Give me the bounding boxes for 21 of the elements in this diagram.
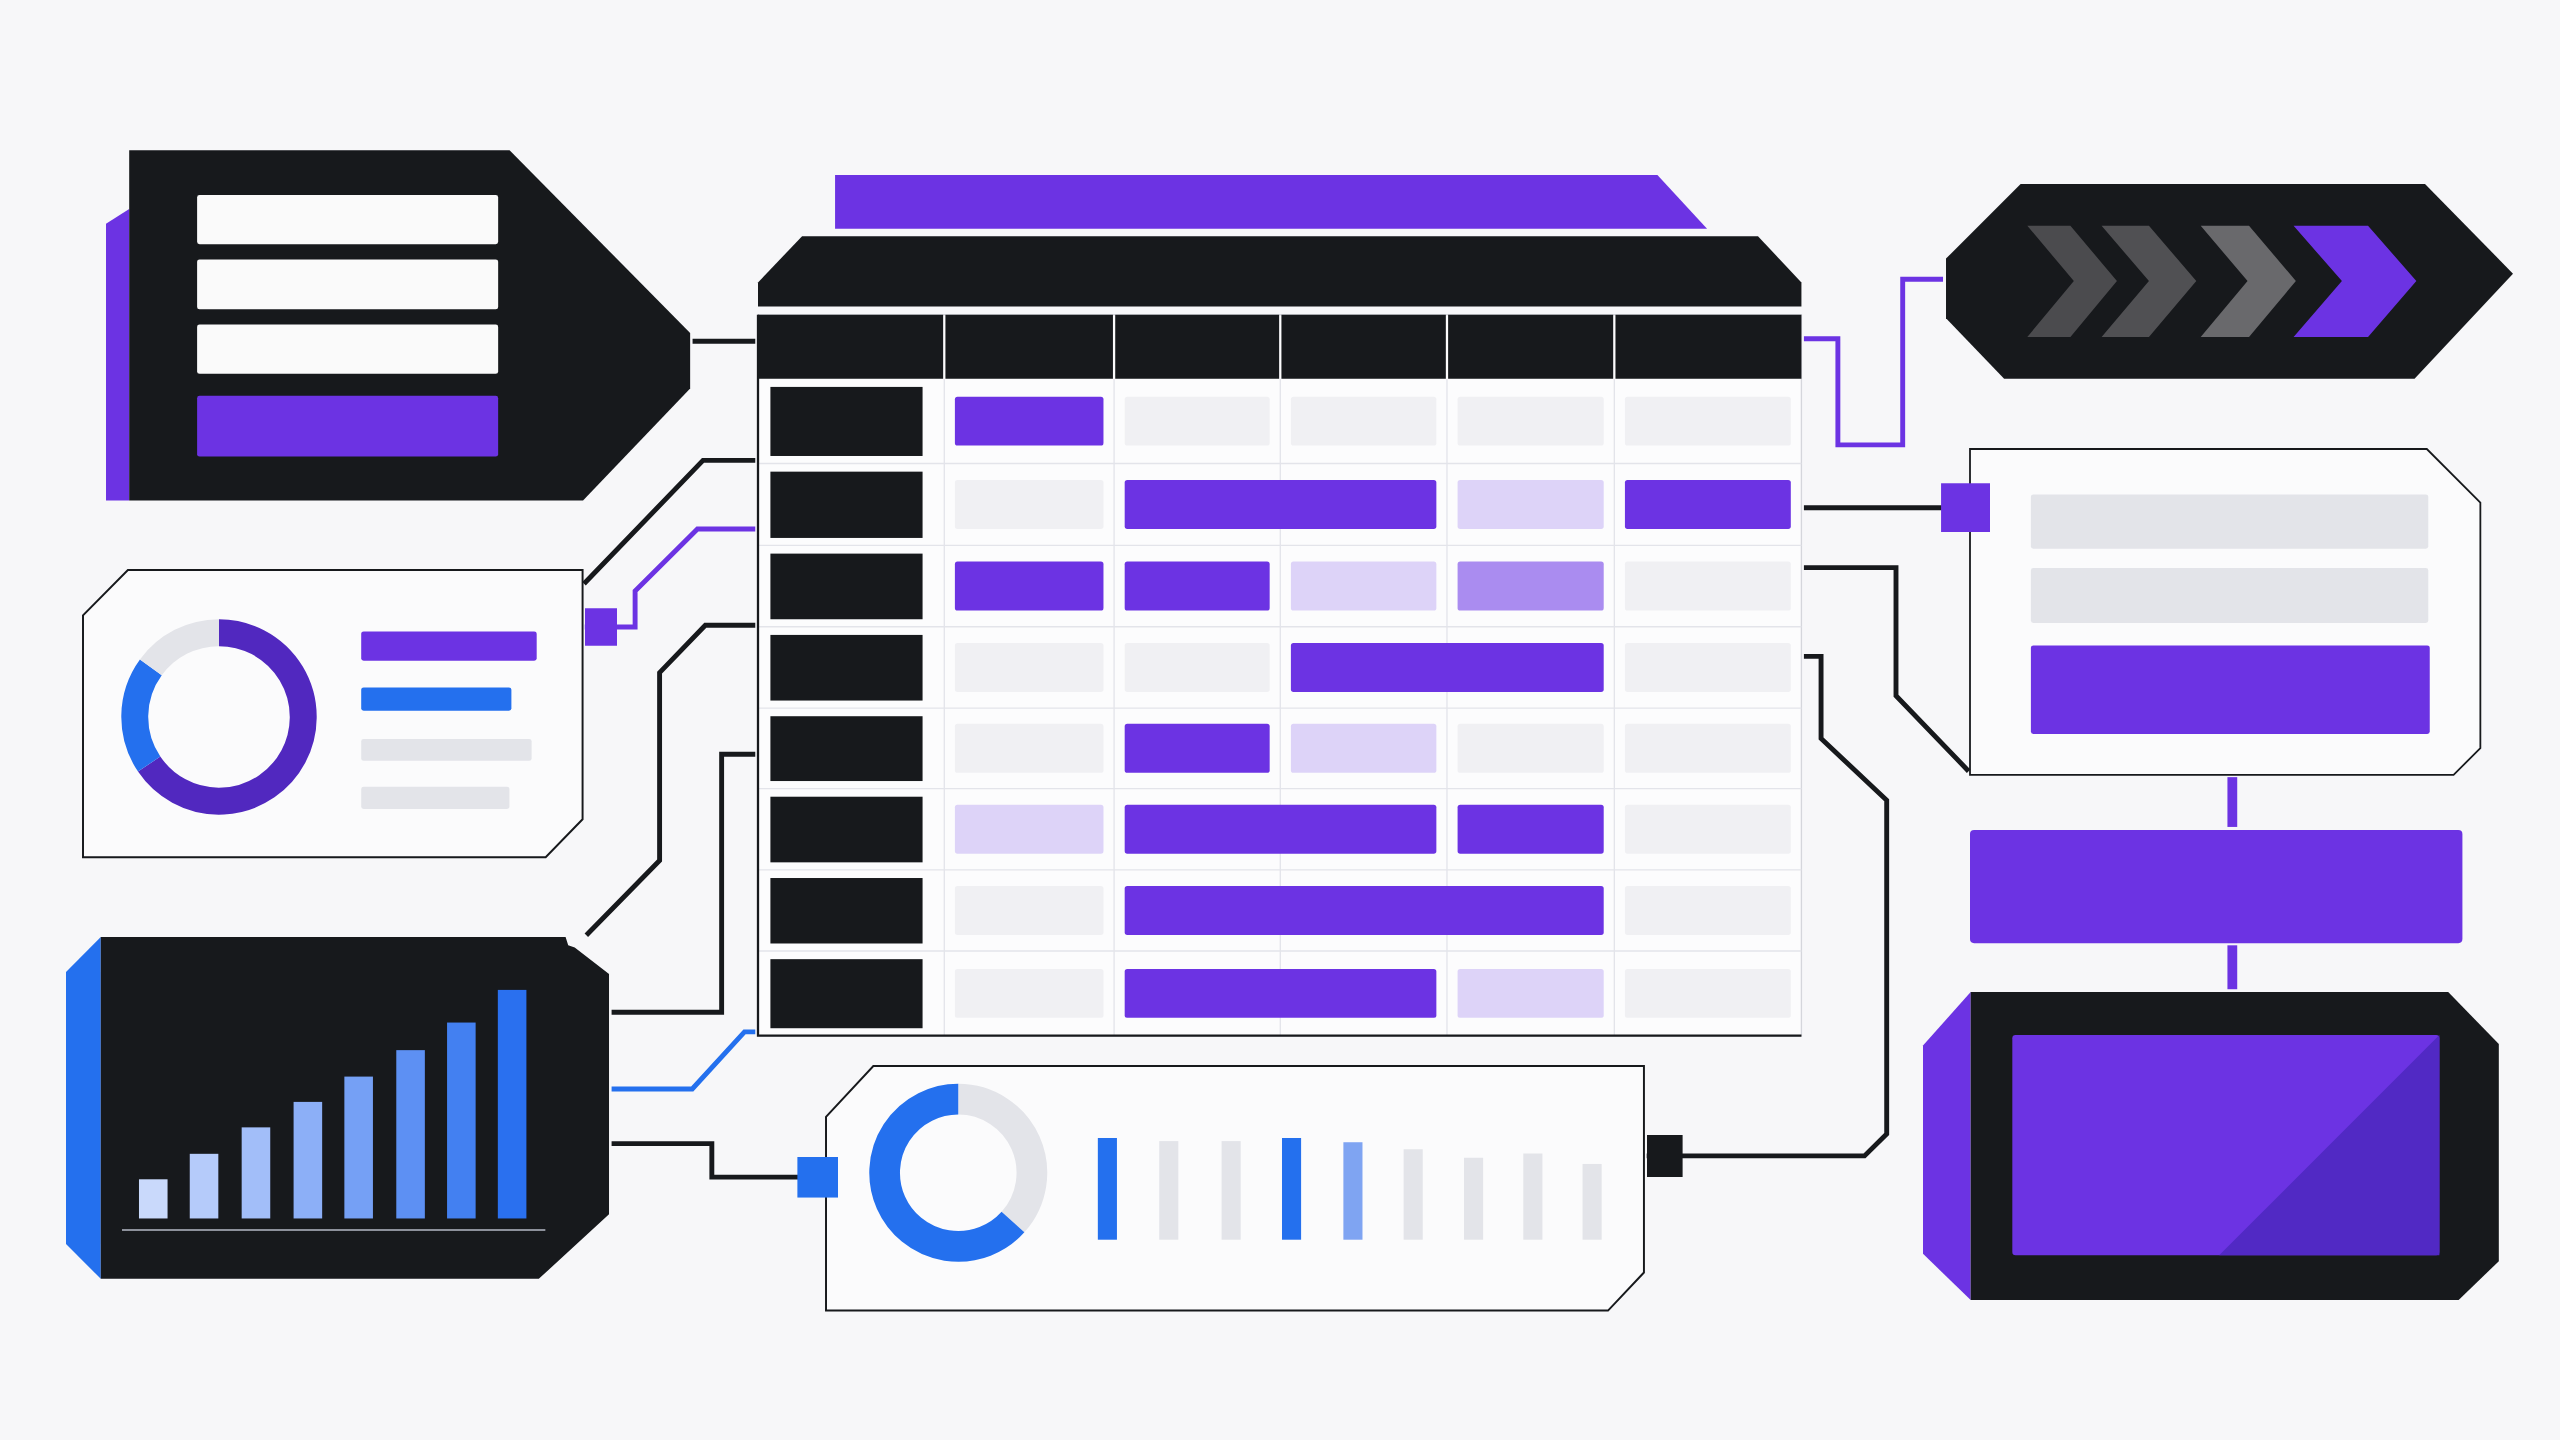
connector-line xyxy=(584,526,756,646)
connector-line xyxy=(611,1029,756,1092)
gauge-card xyxy=(826,1066,1645,1311)
connector-line xyxy=(582,457,756,586)
chevron-panel xyxy=(1945,183,2513,379)
bar-chart-panel xyxy=(65,937,609,1279)
banner-bar xyxy=(1970,829,2463,943)
connector-line xyxy=(2227,777,2238,827)
form-panel xyxy=(105,150,690,501)
list-card xyxy=(1970,448,2481,775)
screen-panel xyxy=(1922,991,2499,1300)
connector-line xyxy=(611,1141,839,1198)
connector-line xyxy=(1803,483,1991,533)
connector-line xyxy=(692,338,756,344)
connector-line xyxy=(2227,945,2238,990)
connector-line xyxy=(1646,653,1890,1178)
connector-line xyxy=(1803,565,1971,773)
connector-line xyxy=(584,622,756,937)
connector-line xyxy=(611,751,756,1015)
donut-chart-card xyxy=(82,569,583,858)
connector-line xyxy=(1803,276,1943,448)
